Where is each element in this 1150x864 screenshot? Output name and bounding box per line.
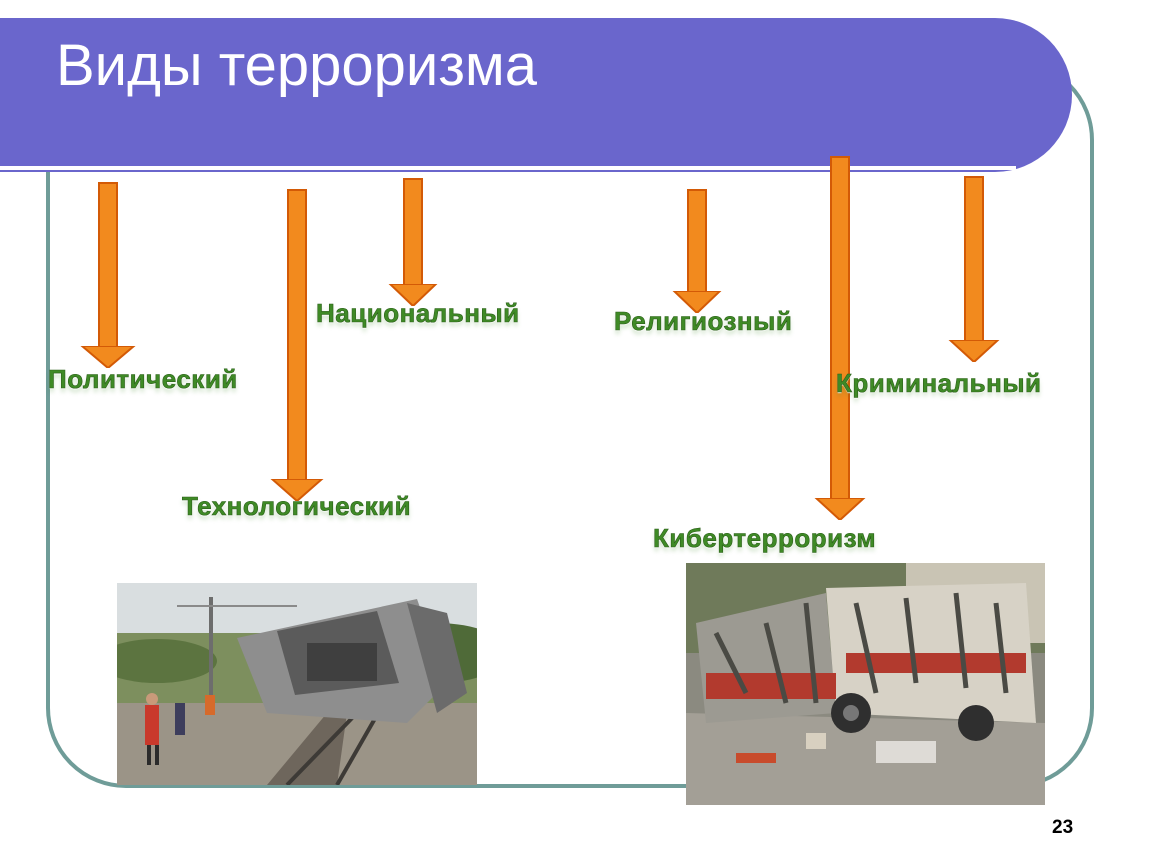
label-cyberterrorism: Кибертерроризм — [653, 523, 877, 554]
arrow-political — [80, 182, 136, 368]
label-technological: Технологический — [182, 491, 412, 522]
arrow-criminal — [948, 176, 1000, 362]
bus-explosion-photo — [686, 563, 1045, 805]
label-national: Национальный — [316, 298, 520, 329]
page-number: 23 — [1052, 817, 1074, 838]
arrow-technological — [270, 189, 324, 501]
label-political: Политический — [48, 364, 238, 395]
arrow-religious — [672, 189, 722, 313]
title-underline — [0, 166, 1016, 170]
label-criminal: Криминальный — [836, 368, 1042, 399]
arrow-cyberterrorism — [814, 156, 866, 520]
arrow-national — [388, 178, 438, 306]
title-bar: Виды терроризма — [0, 18, 1072, 172]
train-wreck-photo — [117, 583, 477, 785]
label-religious: Религиозный — [614, 306, 793, 337]
slide-title: Виды терроризма — [56, 33, 538, 98]
